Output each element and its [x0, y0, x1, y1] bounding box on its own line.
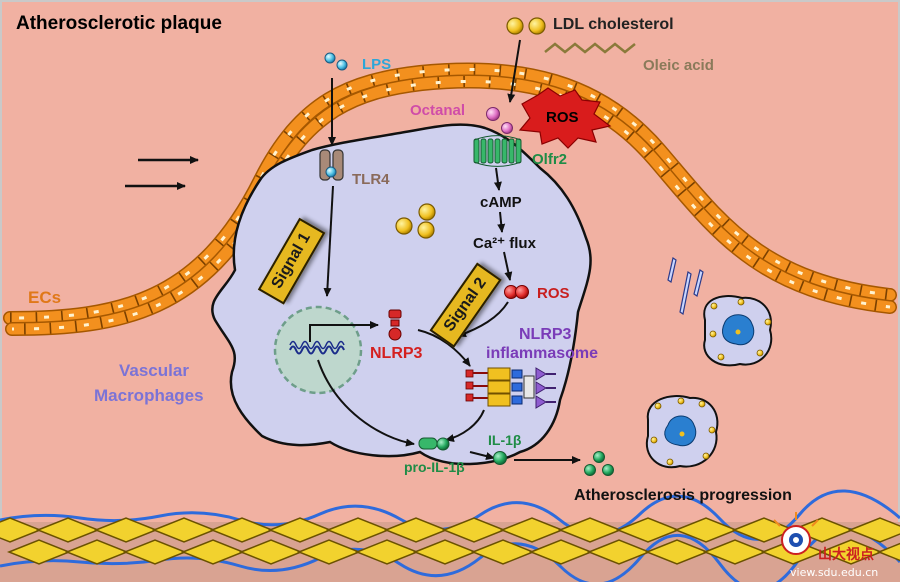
- ecs-label: ECs: [28, 288, 62, 307]
- cholesterol-crystals: [667, 257, 704, 315]
- diagram-title: Atherosclerotic plaque: [16, 13, 222, 34]
- ldl-label: LDL cholesterol: [553, 16, 674, 33]
- inflammasome-label-line2: inflammasome: [486, 345, 599, 362]
- watermark-brand: 山大视点: [818, 547, 874, 563]
- tlr4-receptor: [319, 149, 344, 181]
- octanal-label: Octanal: [410, 102, 466, 119]
- inflammasome-complex: [465, 367, 556, 409]
- nlrp3-label: NLRP3: [370, 345, 423, 362]
- olfr2-receptor: [473, 135, 522, 167]
- lps-label: LPS: [362, 56, 392, 73]
- pro-il1b-molecule: [418, 437, 450, 451]
- ca-flux-label: Ca²⁺ flux: [473, 235, 536, 252]
- pro-il1b-label: pro-IL-1β: [404, 459, 465, 475]
- nucleus: [273, 305, 363, 395]
- watermark-url: view.sdu.edu.cn: [790, 566, 879, 579]
- ros-burst-label: ROS: [546, 109, 579, 126]
- vessel-wall: [0, 489, 900, 582]
- vascular-label: Vascular: [119, 361, 189, 380]
- blood-flow-arrows: [125, 156, 199, 190]
- smooth-muscle-cell: [876, 542, 900, 562]
- smooth-muscle-cell: [847, 517, 900, 543]
- camp-label: cAMP: [480, 194, 522, 211]
- ros-burst-shape: [518, 87, 612, 149]
- macrophages-label: Macrophages: [94, 386, 204, 405]
- sdu-logo-icon: [773, 512, 819, 555]
- ros-label: ROS: [537, 285, 570, 302]
- nlrp3-monomer: [388, 309, 402, 341]
- olfr2-label: Olfr2: [532, 151, 568, 168]
- endothelial-layer: [3, 62, 897, 336]
- foam-cell-2: [645, 395, 719, 469]
- tlr4-label: TLR4: [352, 171, 390, 188]
- il1b-label: IL-1β: [488, 432, 522, 448]
- inflammasome-label-line1: NLRP3: [519, 326, 572, 343]
- oleic-acid-label: Oleic acid: [643, 57, 714, 74]
- progression-label: Atherosclerosis progression: [574, 487, 792, 504]
- foam-cell-1: [703, 295, 773, 367]
